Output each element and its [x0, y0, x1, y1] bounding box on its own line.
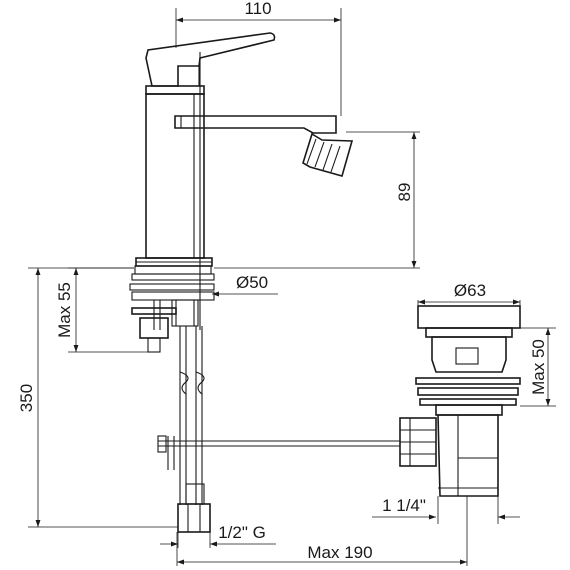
- dim-hose-thread-label: 1/2" G: [218, 523, 266, 542]
- dim-spout-height: 89: [214, 131, 420, 269]
- dim-total-height-label: 350: [17, 384, 36, 412]
- dim-drain-max: Max 50: [514, 327, 556, 407]
- dim-max-width: Max 190: [176, 496, 468, 566]
- dim-drain-max-label: Max 50: [529, 339, 548, 395]
- dim-max-deck-label: Max 55: [55, 282, 74, 338]
- overflow-connector: [399, 417, 437, 467]
- dim-top-width: 110: [175, 0, 342, 116]
- deck-fixing-assembly: [129, 265, 215, 353]
- drain-waste-assembly: [415, 305, 521, 497]
- dim-drain-diameter-label: Ø63: [454, 281, 486, 300]
- dim-hose-thread: 1/2" G: [160, 523, 276, 548]
- dim-drain-diameter: Ø63: [417, 281, 521, 306]
- dim-max-width-label: Max 190: [307, 543, 372, 562]
- dim-total-height: 350: [17, 267, 178, 528]
- pop-up-rod: [157, 435, 400, 453]
- dim-spout-height-label: 89: [395, 183, 414, 202]
- dim-drain-thread-label: 1 1/4": [382, 496, 426, 515]
- faucet-lever-handle: [145, 32, 276, 87]
- bidet-spout: [174, 115, 354, 177]
- dim-max-deck: Max 55: [55, 267, 150, 353]
- dim-base-diameter: Ø50: [212, 273, 278, 297]
- dim-drain-thread: 1 1/4": [372, 496, 520, 524]
- hose-nut-half-inch: [177, 503, 211, 533]
- faucet-body: [135, 52, 213, 330]
- dim-base-diameter-label: Ø50: [236, 273, 268, 292]
- supply-hoses: [167, 326, 205, 505]
- dim-top-width-label: 110: [244, 0, 271, 18]
